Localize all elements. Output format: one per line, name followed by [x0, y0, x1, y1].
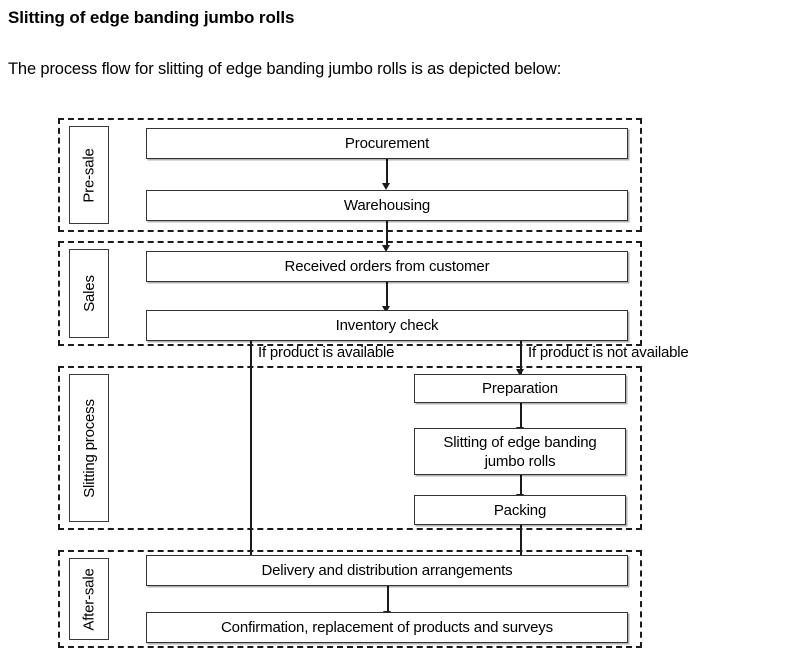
- node-label: Slitting of edge banding jumbo rolls: [443, 433, 597, 470]
- page-title: Slitting of edge banding jumbo rolls: [8, 8, 295, 27]
- node-warehousing[interactable]: Warehousing: [146, 190, 628, 221]
- node-packing[interactable]: Packing: [414, 495, 626, 525]
- swimlane-label-text: Pre-sale: [80, 147, 98, 203]
- connector-procurement-warehousing: [386, 158, 388, 184]
- swimlane-label-pre-sale: Pre-sale: [69, 126, 109, 224]
- connector-warehousing-received-orders: [386, 220, 388, 246]
- swimlane-label-text: Sales: [80, 275, 98, 312]
- swimlane-after-sale: After-sale: [58, 550, 642, 648]
- swimlane-slitting-process: Slitting process: [58, 366, 642, 530]
- node-inventory-check[interactable]: Inventory check: [146, 310, 628, 341]
- swimlane-pre-sale: Pre-sale: [58, 118, 642, 232]
- node-label: Procurement: [344, 135, 430, 152]
- connector-delivery-confirmation: [387, 586, 389, 613]
- swimlane-label-text: Slitting process: [80, 398, 98, 498]
- connector-received-orders-inventory-check: [386, 281, 388, 307]
- node-label: Confirmation, replacement of products an…: [221, 619, 553, 636]
- branch-label-product-available: If product is available: [258, 344, 395, 361]
- arrowhead-icon: [516, 369, 524, 376]
- node-received-orders[interactable]: Received orders from customer: [146, 251, 628, 282]
- intro-paragraph: The process flow for slitting of edge ba…: [8, 60, 562, 78]
- node-label: Warehousing: [343, 197, 431, 214]
- connector-slitting-packing: [520, 474, 522, 495]
- swimlane-sales: Sales: [58, 241, 642, 346]
- connector-inventory-check-delivery-available: [250, 340, 252, 567]
- swimlane-label-text: After-sale: [80, 567, 98, 631]
- node-preparation[interactable]: Preparation: [414, 374, 626, 403]
- node-label: Received orders from customer: [284, 258, 490, 275]
- connector-packing-delivery: [520, 524, 522, 567]
- node-label: Preparation: [482, 380, 558, 397]
- swimlane-label-sales: Sales: [69, 249, 109, 338]
- arrowhead-icon: [382, 306, 390, 313]
- node-procurement[interactable]: Procurement: [146, 128, 628, 159]
- connector-inventory-check-preparation: [520, 340, 522, 376]
- node-delivery[interactable]: Delivery and distribution arrangements: [146, 555, 628, 586]
- arrowhead-icon: [382, 245, 390, 252]
- connector-preparation-slitting: [520, 402, 522, 428]
- arrowhead-icon: [382, 183, 390, 190]
- node-slitting[interactable]: Slitting of edge banding jumbo rolls: [414, 428, 626, 475]
- node-label: Inventory check: [335, 317, 439, 334]
- swimlane-label-slitting-process: Slitting process: [69, 374, 109, 522]
- node-confirmation[interactable]: Confirmation, replacement of products an…: [146, 612, 628, 643]
- swimlane-label-after-sale: After-sale: [69, 558, 109, 640]
- node-label: Delivery and distribution arrangements: [261, 562, 513, 579]
- branch-label-product-not-available: If product is not available: [528, 344, 689, 361]
- node-label: Packing: [493, 501, 547, 519]
